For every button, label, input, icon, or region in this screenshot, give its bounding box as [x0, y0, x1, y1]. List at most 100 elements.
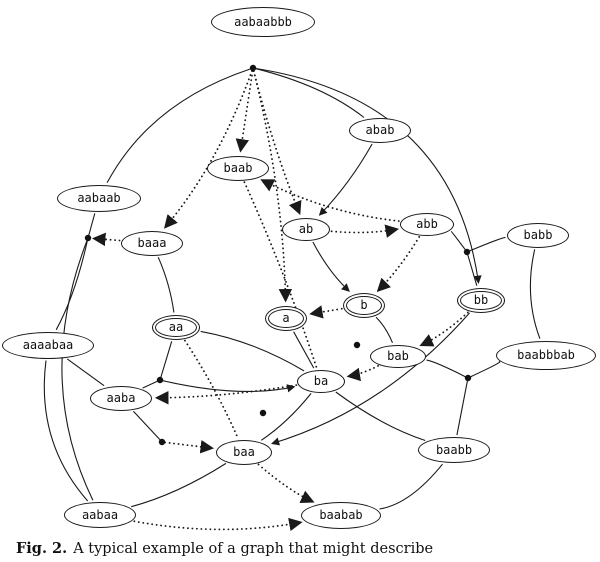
junction-dot — [464, 374, 472, 382]
edge-ba-baa — [260, 393, 312, 441]
node-label: b — [360, 298, 368, 312]
edge-bb-bab — [419, 311, 469, 347]
graph-node-bb: bb — [457, 287, 505, 313]
node-label: abb — [416, 217, 438, 231]
graph-node-ba: ba — [297, 369, 345, 393]
edge-bab-ba — [346, 365, 379, 382]
node-label: ab — [298, 222, 314, 236]
graph-node-baabbbab: baabbbab — [496, 340, 596, 370]
edge-ab-b — [312, 241, 350, 292]
edge-ba-baabb — [335, 391, 426, 442]
edge-d4-aaba — [142, 380, 158, 389]
node-label: bab — [387, 349, 409, 363]
figure-caption: Fig. 2. A typical example of a graph that… — [16, 540, 588, 558]
edge-abab-d0 — [255, 68, 365, 118]
junction-dot — [463, 248, 471, 256]
edge-d0-bb — [255, 67, 482, 284]
graph-node-aaaabaa: aaaabaa — [2, 331, 94, 359]
node-label: ba — [313, 374, 329, 388]
graph-node-baabab: baabab — [301, 501, 381, 529]
edge-d2-bb — [467, 254, 478, 286]
edge-abb-b — [376, 236, 421, 293]
edge-bab-d7 — [426, 359, 466, 378]
edge-d0-baab — [235, 70, 254, 153]
junction-dot — [259, 409, 267, 417]
graph-node-aaba: aaba — [90, 385, 152, 411]
edge-aa-ba — [200, 330, 305, 372]
node-label: bb — [473, 293, 489, 307]
edge-aaaabaa-aabaa — [43, 360, 89, 502]
node-label: aabaab — [77, 191, 121, 205]
node-label: a — [282, 311, 290, 325]
edge-abab-ab — [318, 143, 373, 216]
node-label: baa — [233, 445, 255, 459]
node-label: baabab — [319, 508, 363, 522]
node-label: baabbbab — [517, 348, 575, 362]
node-label: aabaabbb — [234, 15, 292, 29]
graph-node-ab: ab — [282, 217, 330, 241]
junction-dot — [249, 64, 257, 72]
edge-aaaabaa-aaba — [66, 358, 105, 387]
edge-aabaa-baabab — [133, 517, 303, 532]
node-label: baab — [223, 161, 253, 175]
edge-d0-baaa — [163, 69, 253, 229]
edge-aa-baa — [184, 339, 239, 439]
edge-ab-abb — [330, 224, 399, 238]
edge-babb-d2 — [469, 236, 506, 252]
edge-baabb-baabab — [379, 463, 443, 510]
edge-b-bab — [375, 316, 394, 344]
edge-d1-aaaabaa — [55, 240, 88, 331]
node-label: aaaabaa — [22, 338, 74, 352]
graph-node-a: a — [265, 305, 307, 331]
graph-node-aabaa: aabaa — [64, 502, 136, 528]
graph-node-abb: abb — [400, 212, 454, 236]
graph-node-aabaab: aabaab — [57, 184, 141, 212]
graph-node-babb: babb — [507, 222, 569, 248]
edge-aa-d4 — [160, 341, 173, 378]
junction-dot — [158, 438, 166, 446]
edge-abb-d2 — [450, 230, 466, 250]
edge-ba-aaba — [154, 384, 298, 405]
edge-d0-a — [252, 70, 293, 303]
edge-aabaab-d0 — [106, 68, 251, 184]
node-label: aabaa — [81, 508, 119, 522]
junction-dot — [353, 341, 361, 349]
edge-babb-baabbbab — [529, 249, 541, 339]
edge-baa-aabaa — [131, 462, 227, 508]
edge-baab-ba — [243, 181, 318, 369]
edge-baabbbab-d7 — [470, 361, 501, 378]
edge-baaa-aa — [157, 256, 175, 313]
graph-node-baab: baab — [207, 155, 269, 181]
node-label: baabb — [435, 443, 473, 457]
edge-d0-ab — [252, 70, 302, 215]
edge-b-a — [309, 305, 343, 319]
graph-node-bab: bab — [370, 344, 426, 368]
edge-baaa-d1 — [91, 232, 121, 247]
graph-node-baabb: baabb — [418, 437, 490, 463]
node-label: baaa — [137, 236, 167, 250]
junction-dot — [156, 376, 164, 384]
node-label: aaba — [106, 391, 136, 405]
edge-d7-baabb — [456, 380, 468, 436]
graph-node-b: b — [343, 292, 385, 318]
edge-d6-baa — [164, 440, 215, 454]
graph-node-aa: aa — [152, 314, 200, 340]
caption-text: A typical example of a graph that might … — [73, 541, 434, 557]
edge-a-ba — [293, 331, 315, 369]
node-label: babb — [523, 228, 553, 242]
caption-label: Fig. 2. — [16, 540, 68, 557]
edge-d4-ba — [162, 380, 296, 393]
graph-node-aabaabbb: aabaabbb — [211, 7, 315, 37]
graph-node-abab: abab — [349, 117, 411, 143]
node-label: abab — [365, 123, 395, 137]
node-label: aa — [168, 320, 184, 334]
junction-dot — [84, 234, 92, 242]
edge-aabaab-d1 — [88, 213, 96, 236]
edge-baa-baabab — [257, 463, 315, 503]
graph-node-baaa: baaa — [121, 230, 183, 256]
graph-node-baa: baa — [216, 439, 272, 465]
edge-d1-aabaa — [61, 240, 94, 501]
edge-bb-baa — [271, 312, 471, 446]
